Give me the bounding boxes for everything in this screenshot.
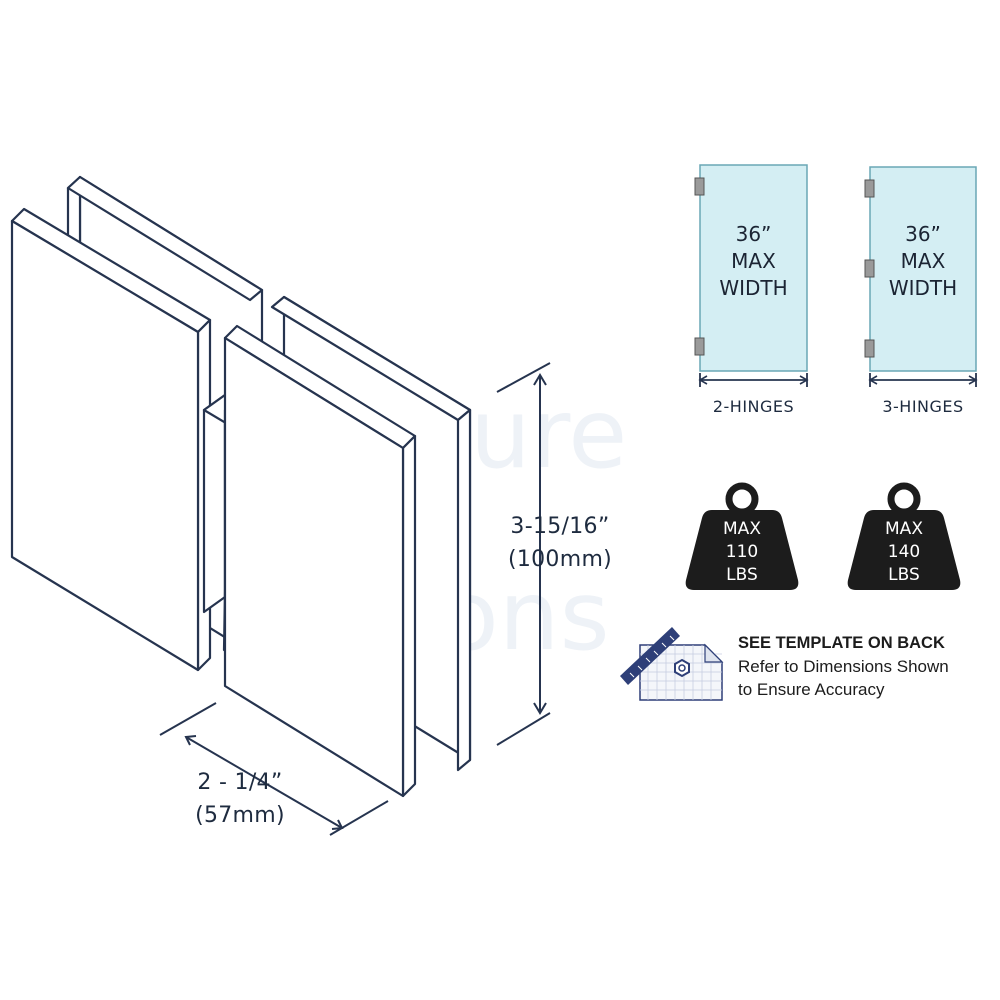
template-icon <box>620 627 724 701</box>
template-note-title: SEE TEMPLATE ON BACK <box>738 634 945 652</box>
panel-2-line-1: 36” <box>905 222 941 246</box>
panel-1-line-1: 36” <box>735 222 772 246</box>
height-metric-label: (100mm) <box>507 547 613 572</box>
hinge-top-icon <box>694 177 705 196</box>
weight-1-line-1: MAX <box>723 519 761 539</box>
weight-1-line-3: LBS <box>726 565 758 585</box>
panel-2-caption: 3-HINGES <box>882 397 964 416</box>
hinge-bottom-icon <box>864 339 875 358</box>
door-panel-2-hinges <box>694 164 809 387</box>
width-metric-label: (57mm) <box>195 803 285 828</box>
width-imperial-label: 2 - 1/4” <box>197 770 283 795</box>
hinge-top-icon <box>864 179 875 198</box>
front-right-plate <box>223 324 417 798</box>
weight-2-line-2: 140 <box>887 542 921 562</box>
panel-1-line-3: WIDTH <box>719 276 788 300</box>
template-note-line-1: Refer to Dimensions Shown <box>738 657 949 676</box>
weight-icon <box>847 482 961 590</box>
weight-icon <box>685 482 799 590</box>
hinge-middle-icon <box>864 259 875 278</box>
template-note-line-2: to Ensure Accuracy <box>738 680 885 699</box>
panel-1-line-2: MAX <box>731 249 776 273</box>
panel-1-caption: 2-HINGES <box>712 397 795 416</box>
height-imperial-label: 3-15/16” <box>510 514 610 539</box>
weight-2-line-3: LBS <box>888 565 920 585</box>
hinge-bottom-icon <box>694 337 705 356</box>
door-panel-3-hinges <box>864 166 978 387</box>
weight-2-line-1: MAX <box>885 519 923 539</box>
panel-2-line-2: MAX <box>900 249 946 273</box>
panel-2-line-3: WIDTH <box>888 276 958 300</box>
weight-1-line-2: 110 <box>725 542 759 562</box>
ruler-icon <box>620 627 680 685</box>
height-dimension-line <box>496 362 551 746</box>
width-dimension-line <box>159 702 389 836</box>
